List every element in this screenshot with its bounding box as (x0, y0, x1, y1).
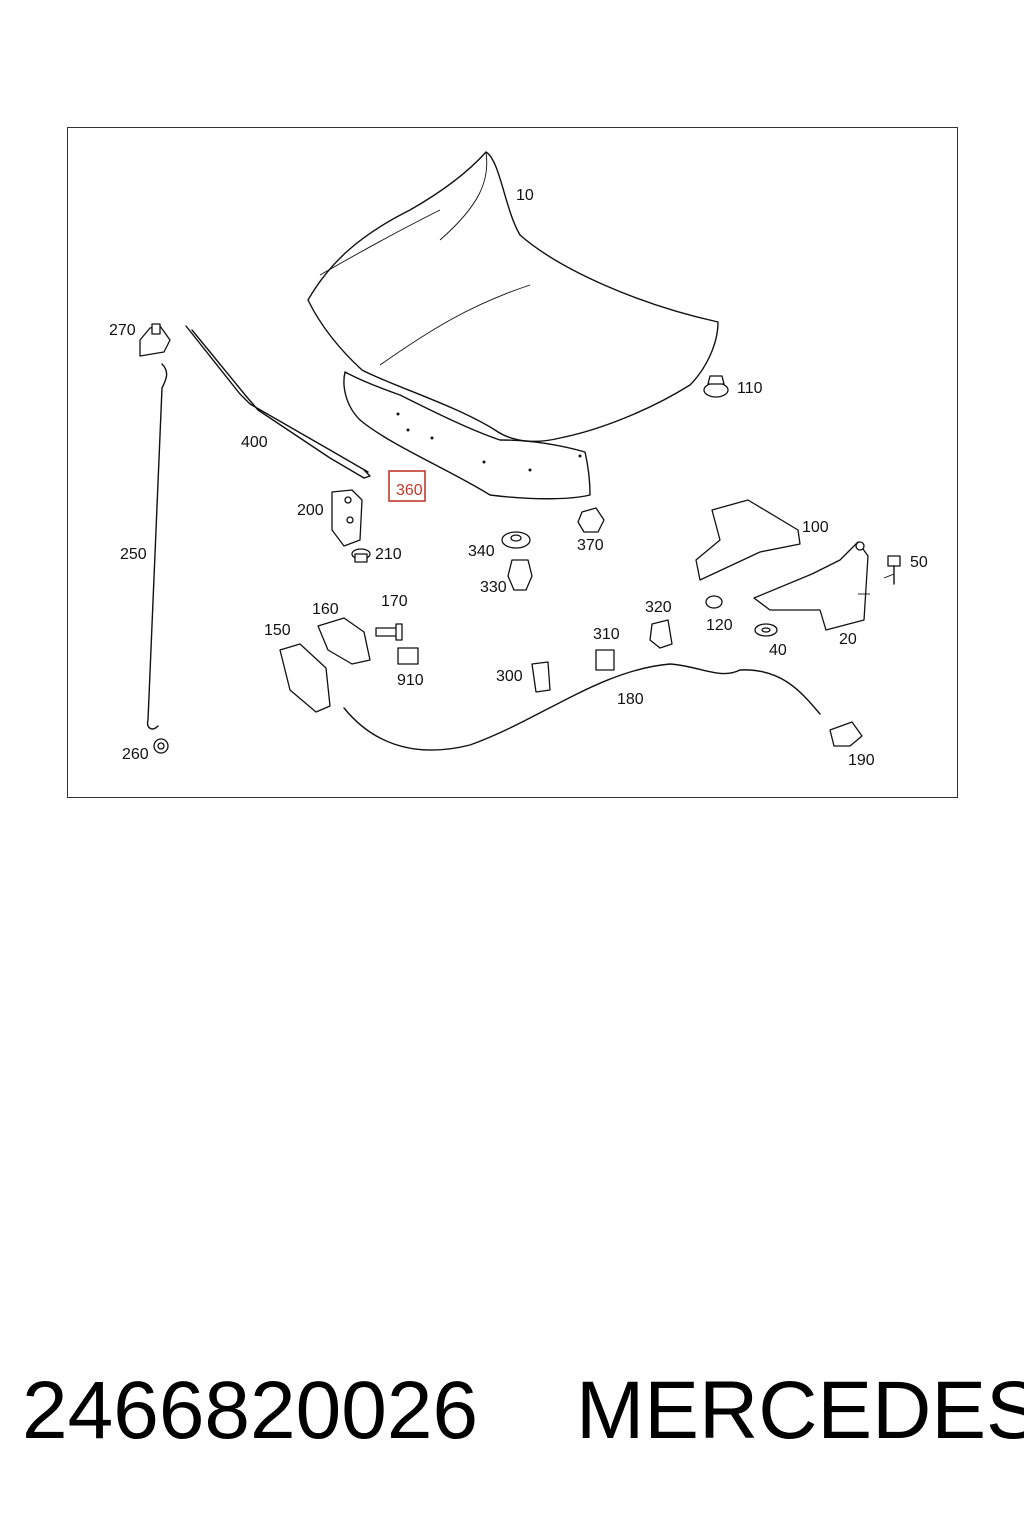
callout-180: 180 (617, 691, 644, 708)
callout-50: 50 (910, 554, 928, 571)
hood-stay-holder[interactable] (139, 323, 171, 357)
block-310[interactable] (595, 649, 615, 671)
callout-310: 310 (593, 626, 620, 643)
hood-panel[interactable] (307, 151, 719, 443)
lock-bracket-160[interactable] (317, 617, 371, 665)
brand-name: MERCEDES (576, 1365, 1024, 1456)
callout-150: 150 (264, 622, 291, 639)
buffer-330[interactable] (507, 559, 533, 591)
washer-40[interactable] (754, 623, 778, 637)
callout-100: 100 (802, 519, 829, 536)
callout-200: 200 (297, 502, 324, 519)
diagram-frame (67, 127, 958, 798)
hinge-20[interactable] (753, 541, 869, 631)
hinge-cover[interactable] (695, 499, 801, 581)
seal-strip[interactable] (185, 325, 371, 479)
callout-110: 110 (737, 380, 763, 397)
callout-170: 170 (381, 593, 408, 610)
callout-270: 270 (109, 322, 136, 339)
callout-370: 370 (577, 537, 604, 554)
bolt-50[interactable] (887, 555, 901, 585)
callout-330: 330 (480, 579, 507, 596)
callout-160: 160 (312, 601, 339, 618)
bolt-170[interactable] (375, 623, 403, 641)
parts-diagram: 10 20 40 50 100 110 120 150 160 170 180 … (109, 151, 928, 769)
hood-lock-150[interactable] (279, 643, 331, 713)
release-cable[interactable] (343, 663, 821, 751)
callout-300: 300 (496, 668, 523, 685)
callout-210: 210 (375, 546, 402, 563)
clip-300[interactable] (531, 661, 551, 693)
hood-stay-rod[interactable] (146, 363, 168, 730)
buffer-370[interactable] (577, 507, 605, 533)
callout-360[interactable]: 360 (396, 482, 423, 499)
grommet-110[interactable] (703, 375, 729, 398)
callout-20: 20 (839, 631, 857, 648)
callout-910: 910 (397, 672, 424, 689)
clip-340[interactable] (501, 531, 531, 549)
hood-insulation[interactable] (343, 371, 591, 500)
callout-400: 400 (241, 434, 268, 451)
grommet-260[interactable] (153, 738, 169, 754)
bracket-320[interactable] (649, 619, 673, 649)
callout-40: 40 (769, 642, 787, 659)
highlight-box (388, 470, 426, 502)
callout-10: 10 (516, 187, 534, 204)
clip-910[interactable] (397, 647, 419, 665)
clip-210[interactable] (351, 548, 371, 563)
callout-250: 250 (120, 546, 147, 563)
clip-120[interactable] (705, 595, 723, 609)
callout-320: 320 (645, 599, 672, 616)
callout-190: 190 (848, 752, 875, 769)
callout-120: 120 (706, 617, 733, 634)
callout-260: 260 (122, 746, 149, 763)
release-handle[interactable] (829, 721, 863, 747)
leader-lines (858, 573, 895, 595)
bracket-200[interactable] (331, 489, 363, 547)
callout-340: 340 (468, 543, 495, 560)
part-number: 2466820026 (22, 1365, 479, 1456)
